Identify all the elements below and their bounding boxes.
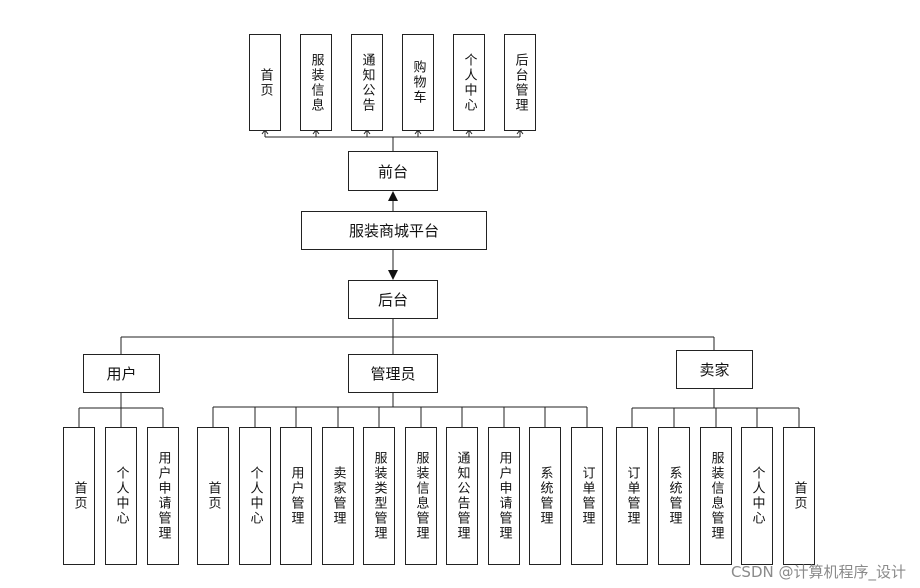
frontend-item-clothing-info: 服装信息 — [300, 34, 332, 131]
node-label: 订单管理 — [579, 466, 595, 526]
admin-item-personal-center: 个人中心 — [239, 427, 271, 565]
seller-item-clothing-info-management: 服装信息管理 — [700, 427, 732, 565]
admin-item-application-management: 用户申请管理 — [488, 427, 520, 565]
admin-item-notice-management: 通知公告管理 — [446, 427, 478, 565]
frontend-item-notices: 通知公告 — [351, 34, 383, 131]
node-label: 用户申请管理 — [496, 451, 512, 541]
node-label: 用户 — [106, 365, 137, 383]
node-label: 用户管理 — [288, 466, 304, 526]
node-label: 前台 — [377, 162, 408, 181]
node-label: 首页 — [71, 481, 87, 511]
platform-node: 服装商城平台 — [301, 211, 487, 250]
node-label: 系统管理 — [666, 466, 682, 526]
node-label: 首页 — [205, 481, 221, 511]
node-label: 服装信息管理 — [708, 451, 724, 541]
node-label: 个人中心 — [461, 52, 477, 113]
node-label: 个人中心 — [113, 466, 129, 526]
node-label: 个人中心 — [247, 466, 263, 526]
node-label: 服装类型管理 — [371, 451, 387, 541]
frontend-item-cart: 购物车 — [402, 34, 434, 131]
frontend-item-connectors — [261, 129, 524, 137]
seller-item-order-management: 订单管理 — [616, 427, 648, 565]
node-label: 首页 — [257, 67, 273, 98]
user-item-personal-center: 个人中心 — [105, 427, 137, 565]
node-label: 系统管理 — [537, 466, 553, 526]
node-label: 卖家 — [699, 361, 730, 379]
node-label: 用户申请管理 — [155, 451, 171, 541]
node-label: 购物车 — [410, 60, 426, 105]
node-label: 服装信息管理 — [413, 451, 429, 541]
frontend-node: 前台 — [348, 151, 438, 191]
seller-item-personal-center: 个人中心 — [741, 427, 773, 565]
arrow-down — [388, 270, 398, 280]
node-label: 首页 — [791, 481, 807, 511]
arrow-up — [388, 191, 398, 201]
role-seller: 卖家 — [676, 350, 753, 389]
frontend-item-personal-center: 个人中心 — [453, 34, 485, 131]
watermark: CSDN @计算机程序_设计 — [730, 563, 906, 581]
node-label: 后台 — [377, 291, 408, 309]
admin-item-home: 首页 — [197, 427, 229, 565]
admin-item-clothing-type-management: 服装类型管理 — [363, 427, 395, 565]
node-label: 订单管理 — [624, 466, 640, 526]
admin-item-system-management: 系统管理 — [529, 427, 561, 565]
role-admin: 管理员 — [348, 354, 438, 393]
user-item-home: 首页 — [63, 427, 95, 565]
admin-item-seller-management: 卖家管理 — [322, 427, 354, 565]
role-user: 用户 — [83, 354, 160, 393]
admin-item-user-management: 用户管理 — [280, 427, 312, 565]
node-label: 后台管理 — [512, 52, 528, 113]
node-label: 个人中心 — [749, 466, 765, 526]
node-label: 通知公告 — [359, 52, 375, 113]
node-label: 服装信息 — [308, 52, 324, 113]
node-label: 卖家管理 — [330, 466, 346, 526]
frontend-item-home: 首页 — [249, 34, 281, 131]
node-label: 通知公告管理 — [454, 451, 470, 541]
frontend-item-backend-management: 后台管理 — [504, 34, 536, 131]
admin-item-order-management: 订单管理 — [571, 427, 603, 565]
seller-item-system-management: 系统管理 — [658, 427, 690, 565]
backend-node: 后台 — [348, 280, 438, 319]
node-label: 服装商城平台 — [348, 222, 439, 240]
seller-item-home: 首页 — [783, 427, 815, 565]
node-label: 管理员 — [370, 365, 416, 383]
user-item-application-management: 用户申请管理 — [147, 427, 179, 565]
admin-item-clothing-info-management: 服装信息管理 — [405, 427, 437, 565]
